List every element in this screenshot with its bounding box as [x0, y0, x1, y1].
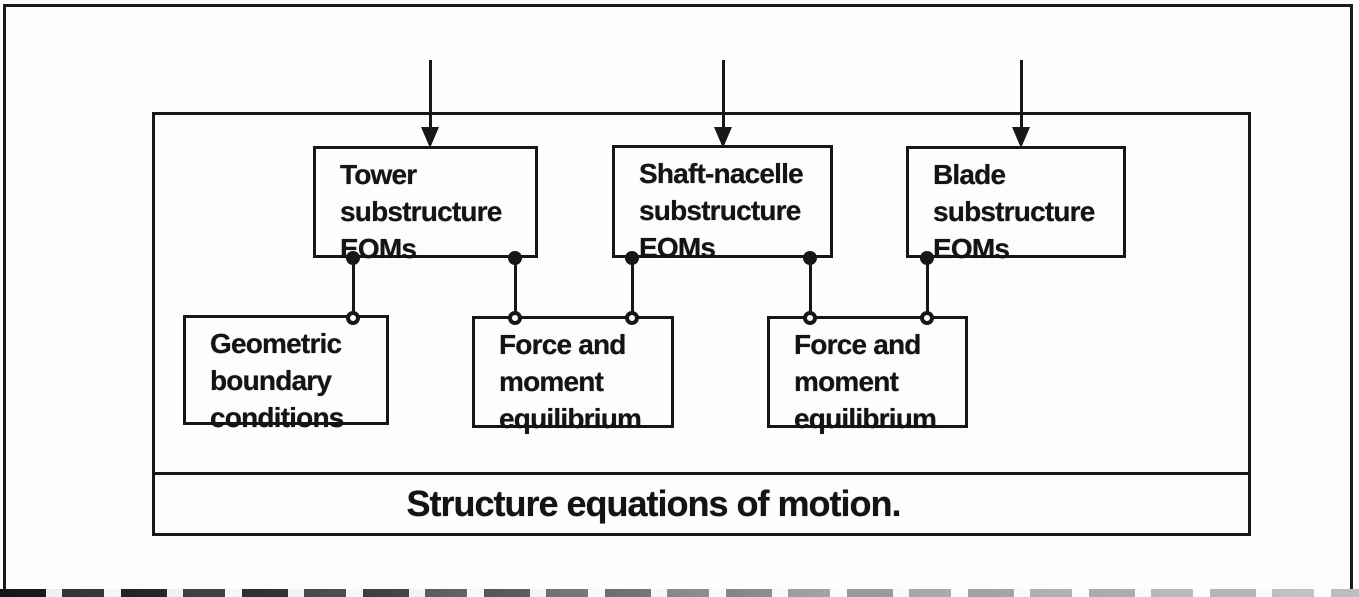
connector-tower-geometric	[352, 256, 355, 317]
box-blade-substructure-eoms: Blade substructure EOMs	[906, 146, 1126, 264]
box-force-moment-equilibrium-1: Force and moment equilibrium	[472, 316, 674, 434]
connector-dot-icon	[508, 251, 522, 265]
connector-ring-icon	[803, 311, 817, 325]
input-arrow-line-blade	[1020, 60, 1023, 130]
connector-dot-icon	[803, 251, 817, 265]
box-geometric-boundary-conditions: Geometric boundary conditions	[183, 315, 389, 433]
connector-dot-icon	[920, 251, 934, 265]
arrow-down-icon	[1012, 127, 1030, 148]
container-title: Structure equations of motion.	[406, 483, 901, 524]
container-footer-strip: Structure equations of motion.	[155, 472, 1248, 533]
connector-ring-icon	[625, 311, 639, 325]
arrow-down-icon	[421, 127, 439, 148]
connector-blade-force2	[926, 256, 929, 317]
figure-outer-border	[3, 4, 1353, 592]
input-arrow-line-shaft	[722, 60, 725, 130]
connector-ring-icon	[920, 311, 934, 325]
connector-tower-force1	[514, 256, 517, 317]
connector-ring-icon	[346, 311, 360, 325]
box-shaft-nacelle-substructure-eoms: Shaft-nacelle substructure EOMs	[612, 145, 833, 263]
figure-bottom-scan-edge	[0, 589, 1359, 597]
arrow-down-icon	[714, 127, 732, 148]
connector-dot-icon	[625, 251, 639, 265]
connector-shaft-force1	[631, 256, 634, 317]
connector-shaft-force2	[809, 256, 812, 317]
box-tower-substructure-eoms: Tower substructure EOMs	[313, 146, 538, 264]
connector-dot-icon	[346, 251, 360, 265]
box-force-moment-equilibrium-2: Force and moment equilibrium	[767, 316, 968, 434]
connector-ring-icon	[508, 311, 522, 325]
structure-eom-container: Structure equations of motion.	[152, 112, 1251, 536]
input-arrow-line-tower	[429, 60, 432, 130]
